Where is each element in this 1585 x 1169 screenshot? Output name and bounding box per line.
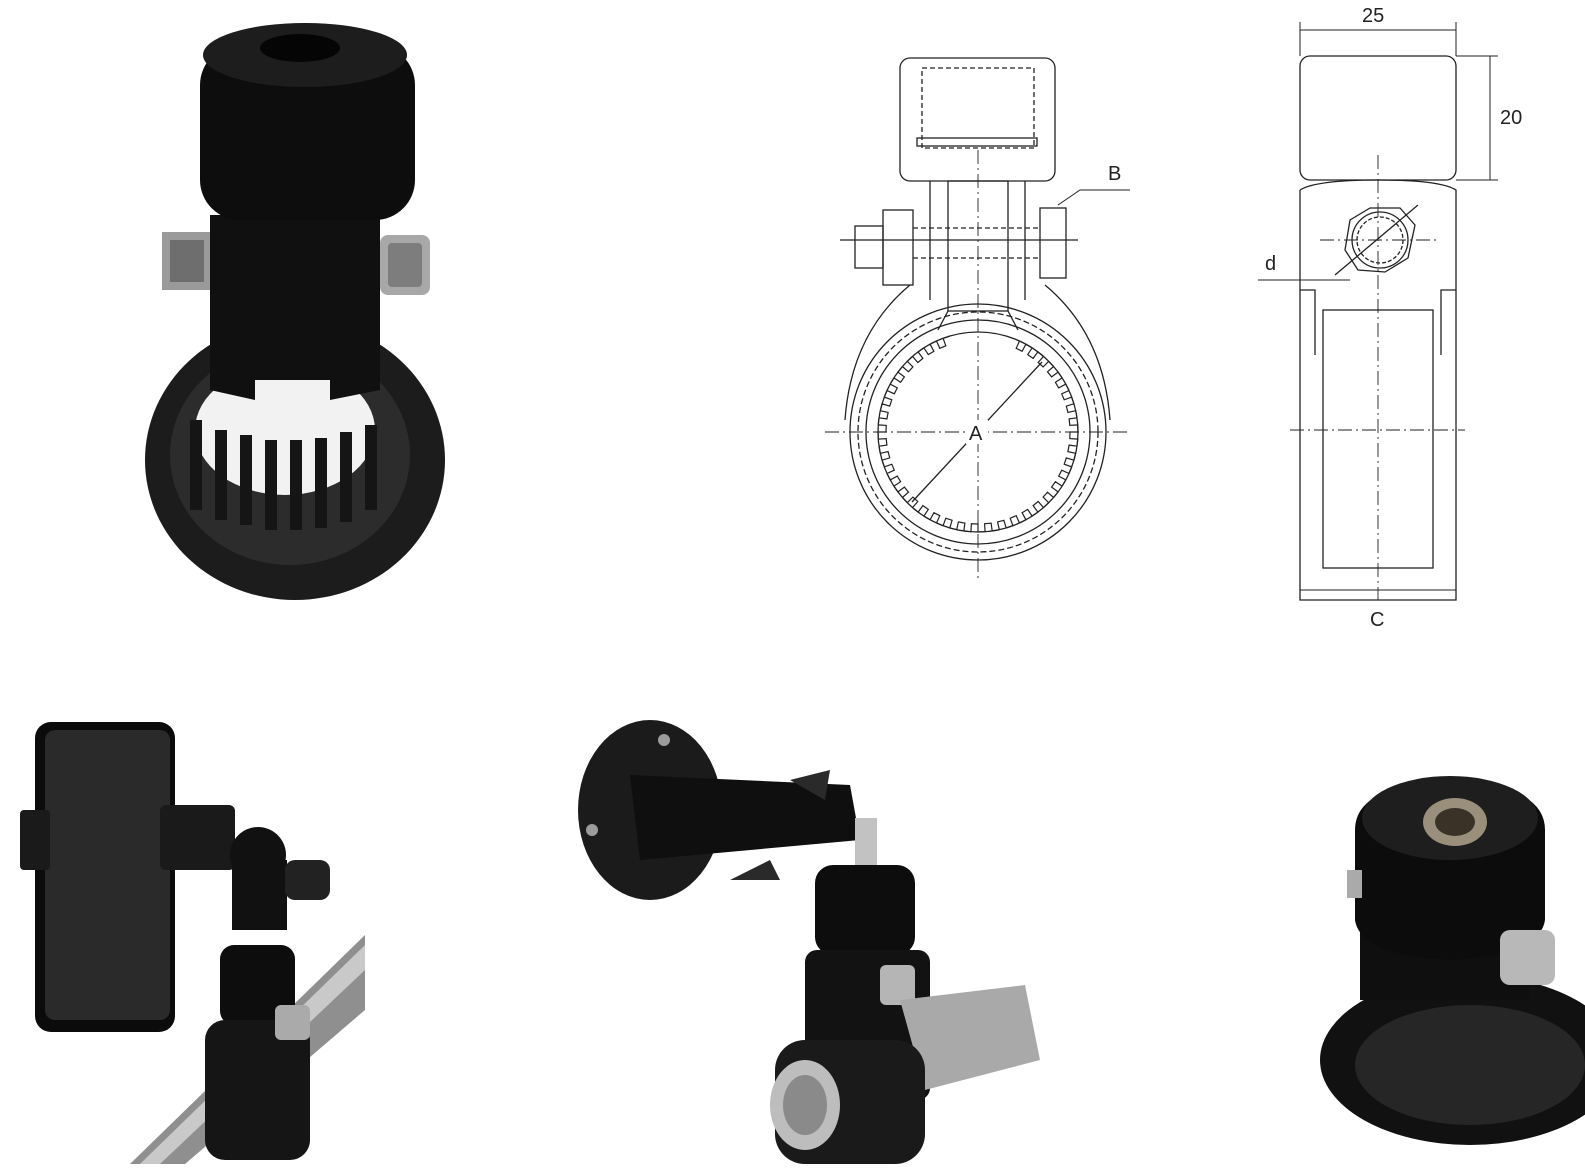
dim-width: 25 [1362, 5, 1384, 27]
inner-teeth [877, 335, 1079, 533]
label-a: A [969, 423, 983, 445]
phone-mount-photo [0, 720, 365, 1164]
product-photo-clamp [0, 0, 600, 620]
dim-height: 20 [1500, 107, 1522, 129]
label-d: d [1265, 253, 1276, 275]
side-view-drawing: 25 20 C d [1250, 0, 1585, 640]
clamp-top-photo [1290, 770, 1585, 1164]
front-view-drawing: B A [810, 40, 1150, 620]
label-b: B [1108, 163, 1121, 185]
wall-mount-photo [570, 715, 1050, 1164]
label-c: C [1370, 609, 1384, 631]
